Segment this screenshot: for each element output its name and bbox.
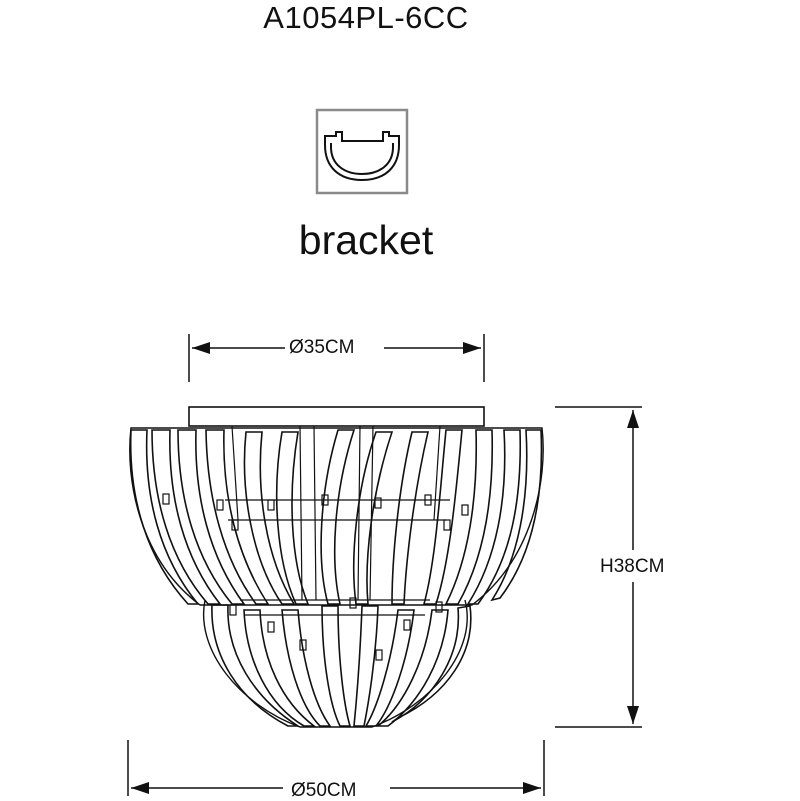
top-diameter-dimension <box>188 334 485 382</box>
height-label: H38CM <box>596 557 669 576</box>
lower-crystal-strips <box>211 604 472 727</box>
upper-crystal-strips <box>129 429 543 605</box>
canopy-plate <box>188 406 485 427</box>
bracket-label: bracket <box>298 217 434 263</box>
height-dimension <box>555 406 642 728</box>
bracket-profile-icon <box>315 108 409 195</box>
bottom-diameter-label: Ø50CM <box>287 781 361 800</box>
upper-tier-outline <box>129 427 544 606</box>
crystal-drops <box>162 493 469 661</box>
bottom-diameter-dimension <box>127 740 545 796</box>
top-diameter-label: Ø35CM <box>285 338 359 357</box>
model-number: A1054PL-6CC <box>263 0 469 35</box>
lower-tier-outline <box>202 599 468 728</box>
chandelier-drawing <box>129 406 544 728</box>
